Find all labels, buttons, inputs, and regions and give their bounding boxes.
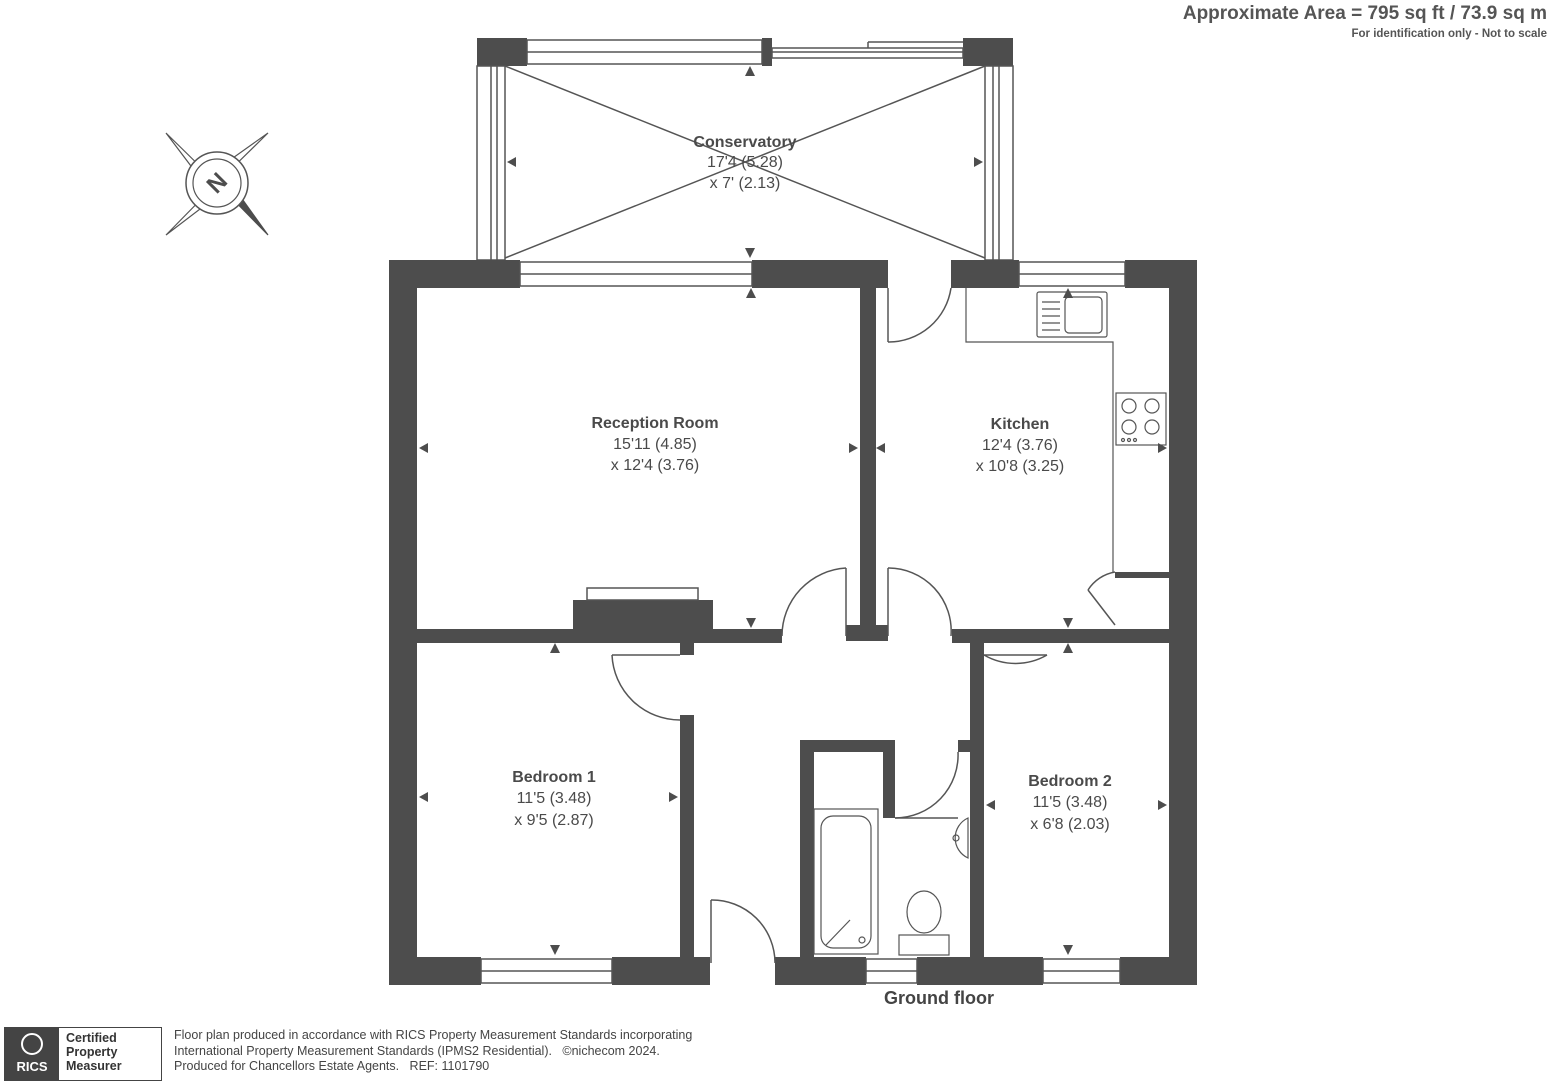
bathroom-fittings <box>813 808 969 956</box>
room-dim1-conservatory: 17'4 (5.28) <box>707 154 783 171</box>
approximate-area: Approximate Area = 795 sq ft / 73.9 sq m <box>1182 3 1547 24</box>
room-name-reception: Reception Room <box>591 415 718 432</box>
footer-line-3: Produced for Chancellors Estate Agents. … <box>174 1059 490 1073</box>
rics-brand: RICS <box>16 1059 48 1074</box>
badge-line-1: Certified <box>66 1031 117 1045</box>
scale-note: For identification only - Not to scale <box>1351 28 1547 40</box>
door-swings <box>611 287 1116 964</box>
windows <box>480 261 1126 984</box>
walls <box>389 260 1197 985</box>
area-header: Approximate Area = 795 sq ft / 73.9 sq m… <box>1183 3 1547 40</box>
room-dim2-bedroom1: x 9'5 (2.87) <box>514 812 594 829</box>
room-dim2-conservatory: x 7' (2.13) <box>710 175 781 192</box>
rics-badge: RICS Certified Property Measurer <box>4 1027 162 1081</box>
room-dim2-bedroom2: x 6'8 (2.03) <box>1030 816 1110 833</box>
kitchen-fittings <box>965 288 1167 572</box>
rics-lion-icon <box>21 1033 43 1055</box>
badge-line-2: Property <box>66 1045 118 1059</box>
room-dim1-bedroom1: 11'5 (3.48) <box>517 790 592 807</box>
dimension-arrows <box>419 66 1167 955</box>
rics-logo: RICS <box>5 1028 59 1080</box>
room-dim2-reception: x 12'4 (3.76) <box>611 457 699 474</box>
room-dim1-bedroom2: 11'5 (3.48) <box>1033 794 1108 811</box>
footer-disclaimer: Floor plan produced in accordance with R… <box>174 1028 692 1075</box>
room-name-kitchen: Kitchen <box>991 416 1050 433</box>
room-name-bedroom1: Bedroom 1 <box>512 769 596 786</box>
room-dim1-reception: 15'11 (4.85) <box>613 436 697 453</box>
badge-line-3: Measurer <box>66 1059 122 1073</box>
room-dim1-kitchen: 12'4 (3.76) <box>982 437 1058 454</box>
compass-icon: N <box>165 132 269 236</box>
room-dim2-kitchen: x 10'8 (3.25) <box>976 458 1064 475</box>
room-name-bedroom2: Bedroom 2 <box>1028 773 1112 790</box>
footer-line-1: Floor plan produced in accordance with R… <box>174 1028 693 1042</box>
room-name-conservatory: Conservatory <box>693 134 796 151</box>
floor-label: Ground floor <box>884 988 994 1008</box>
footer-line-2: International Property Measurement Stand… <box>174 1043 660 1058</box>
certified-measurer-text: Certified Property Measurer <box>59 1028 161 1080</box>
